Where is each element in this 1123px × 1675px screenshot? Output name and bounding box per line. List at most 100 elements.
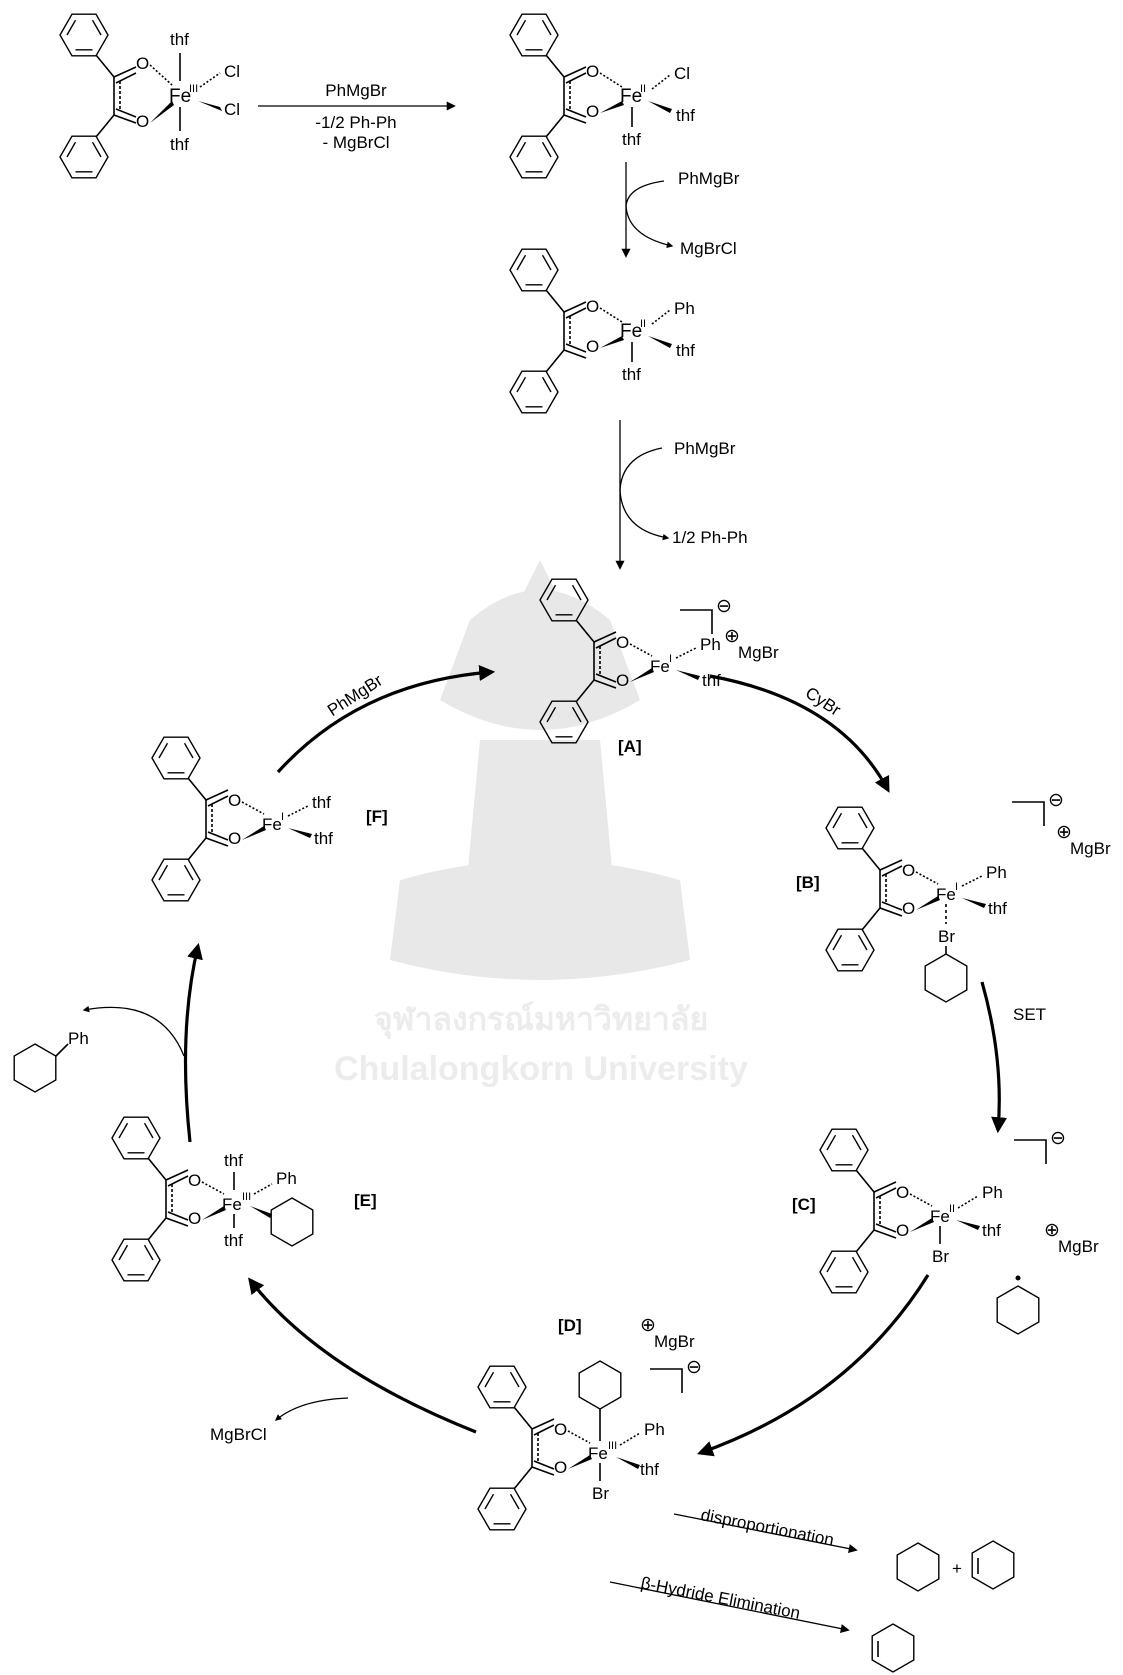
atom-br: Br [938, 927, 955, 946]
atom-cl: Cl [224, 100, 240, 119]
ligand-thf: thf [224, 1151, 243, 1170]
atom-o: O [616, 671, 629, 690]
reagent-label: PhMgBr [674, 439, 736, 458]
plus-sign: + [952, 1559, 962, 1578]
atom-fe: Fe [930, 1207, 950, 1226]
oxidation-state: I [955, 881, 958, 893]
product-cyclohexylbenzene: Ph [13, 1029, 89, 1093]
ligand-thf: thf [640, 1460, 659, 1479]
oxidation-state: II [949, 1203, 955, 1215]
atom-ph: Ph [68, 1029, 89, 1048]
atom-ph: Ph [986, 863, 1007, 882]
compound-f: O O Fe I thf thf [F] [152, 737, 388, 901]
oxidation-state: III [242, 1191, 251, 1203]
atom-cl: Cl [674, 64, 690, 83]
atom-fe: Fe [222, 1195, 242, 1214]
compound-fe-ii-chloride: O O Fe II Cl thf thf [510, 14, 695, 178]
charge-minus: ⊖ [1048, 790, 1064, 811]
atom-o: O [188, 1171, 201, 1190]
atom-ph: Ph [644, 1420, 665, 1439]
atom-ph: Ph [700, 635, 721, 654]
atom-br: Br [932, 1247, 949, 1266]
atom-o: O [554, 1458, 567, 1477]
oxidation-state: I [281, 811, 284, 823]
ligand-thf: thf [224, 1231, 243, 1250]
atom-o: O [136, 54, 149, 73]
charge-minus: ⊖ [716, 596, 732, 617]
compound-fe-iii-start: O O Fe III thf thf Cl Cl [60, 14, 240, 178]
label-disproportionation: disproportionation [699, 1505, 835, 1549]
atom-o: O [554, 1420, 567, 1439]
atom-fe: Fe [262, 815, 282, 834]
ligand-thf: thf [988, 899, 1007, 918]
watermark-emblem: จุฬาลงกรณ์มหาวิทยาลัย Chulalongkorn Univ… [334, 560, 748, 1088]
atom-o: O [188, 1209, 201, 1228]
atom-fe: Fe [169, 86, 191, 107]
atom-cl: Cl [224, 62, 240, 81]
top-reaction-arrow: PhMgBr -1/2 Ph-Ph - MgBrCl [258, 81, 456, 152]
reagent-label: PhMgBr [325, 81, 387, 100]
watermark-thai: จุฬาลงกรณ์มหาวิทยาลัย [374, 1001, 708, 1040]
atom-o: O [902, 899, 915, 918]
charge-plus: ⊕ [1056, 822, 1072, 843]
oxidation-state: II [640, 83, 646, 95]
atom-br: Br [592, 1484, 609, 1503]
atom-fe: Fe [620, 321, 642, 342]
oxidation-state: III [608, 1440, 617, 1452]
atom-fe: Fe [650, 657, 670, 676]
byproduct-label: MgBrCl [680, 239, 737, 258]
step-3-arrow: PhMgBr 1/2 Ph-Ph [615, 420, 748, 570]
counterion: MgBr [738, 643, 779, 662]
side-reactions: disproportionation β-Hydride Elimination… [609, 1505, 1015, 1673]
charge-plus: ⊕ [724, 626, 740, 647]
compound-b: O O Fe I Ph thf Br ⊖ ⊕ MgBr [B] [796, 790, 1111, 1003]
atom-fe: Fe [588, 1444, 608, 1463]
ligand-thf: thf [676, 341, 695, 360]
charge-minus: ⊖ [1050, 1128, 1066, 1149]
label-beta-hydride: β-Hydride Elimination [639, 1573, 802, 1623]
oxidation-state: I [669, 653, 672, 665]
atom-o: O [896, 1183, 909, 1202]
atom-o: O [586, 337, 599, 356]
reagent-label: PhMgBr [678, 169, 740, 188]
charge-plus: ⊕ [1044, 1220, 1060, 1241]
byproduct-label: -1/2 Ph-Ph [315, 113, 396, 132]
ligand-thf: thf [622, 365, 641, 384]
byproduct-label: - MgBrCl [322, 133, 389, 152]
charge-minus: ⊖ [686, 1357, 702, 1378]
cycle-label-c: [C] [792, 1195, 816, 1214]
cycle-label-b: [B] [796, 873, 820, 892]
arrow-label-cybr: CyBr [802, 683, 844, 720]
atom-o: O [616, 633, 629, 652]
charge-plus: ⊕ [640, 1315, 656, 1336]
compound-c: O O Fe II Ph thf Br ⊖ ⊕ MgBr [C] [792, 1128, 1099, 1335]
step-2-arrow: PhMgBr MgBrCl [621, 162, 740, 258]
atom-o: O [136, 112, 149, 131]
cycle-label-a: [A] [618, 737, 642, 756]
ligand-thf: thf [170, 135, 189, 154]
atom-o: O [586, 297, 599, 316]
ligand-thf: thf [676, 106, 695, 125]
atom-ph: Ph [276, 1169, 297, 1188]
compound-e: O O Fe III Ph thf thf [E] [112, 1117, 377, 1281]
oxidation-state: III [189, 83, 198, 95]
atom-o: O [902, 861, 915, 880]
counterion: MgBr [654, 1332, 695, 1351]
compound-a: O O Fe I Ph thf ⊖ ⊕ MgBr [A] [540, 579, 779, 756]
atom-o: O [896, 1221, 909, 1240]
ligand-thf: thf [702, 671, 721, 690]
cycle-label-f: [F] [366, 807, 388, 826]
cyclohexene [971, 1540, 1015, 1590]
cyclohexene-2 [871, 1623, 915, 1673]
atom-o: O [228, 829, 241, 848]
cycle-label-e: [E] [354, 1191, 377, 1210]
atom-fe: Fe [936, 885, 956, 904]
atom-fe: Fe [620, 86, 642, 107]
arrow-label-mgbrcl: MgBrCl [210, 1425, 267, 1444]
watermark-english: Chulalongkorn University [334, 1050, 748, 1088]
counterion: MgBr [1058, 1237, 1099, 1256]
radical-dot [1015, 1275, 1021, 1281]
atom-o: O [586, 62, 599, 81]
compound-fe-ii-phenyl: O O Fe II Ph thf thf [510, 249, 695, 413]
